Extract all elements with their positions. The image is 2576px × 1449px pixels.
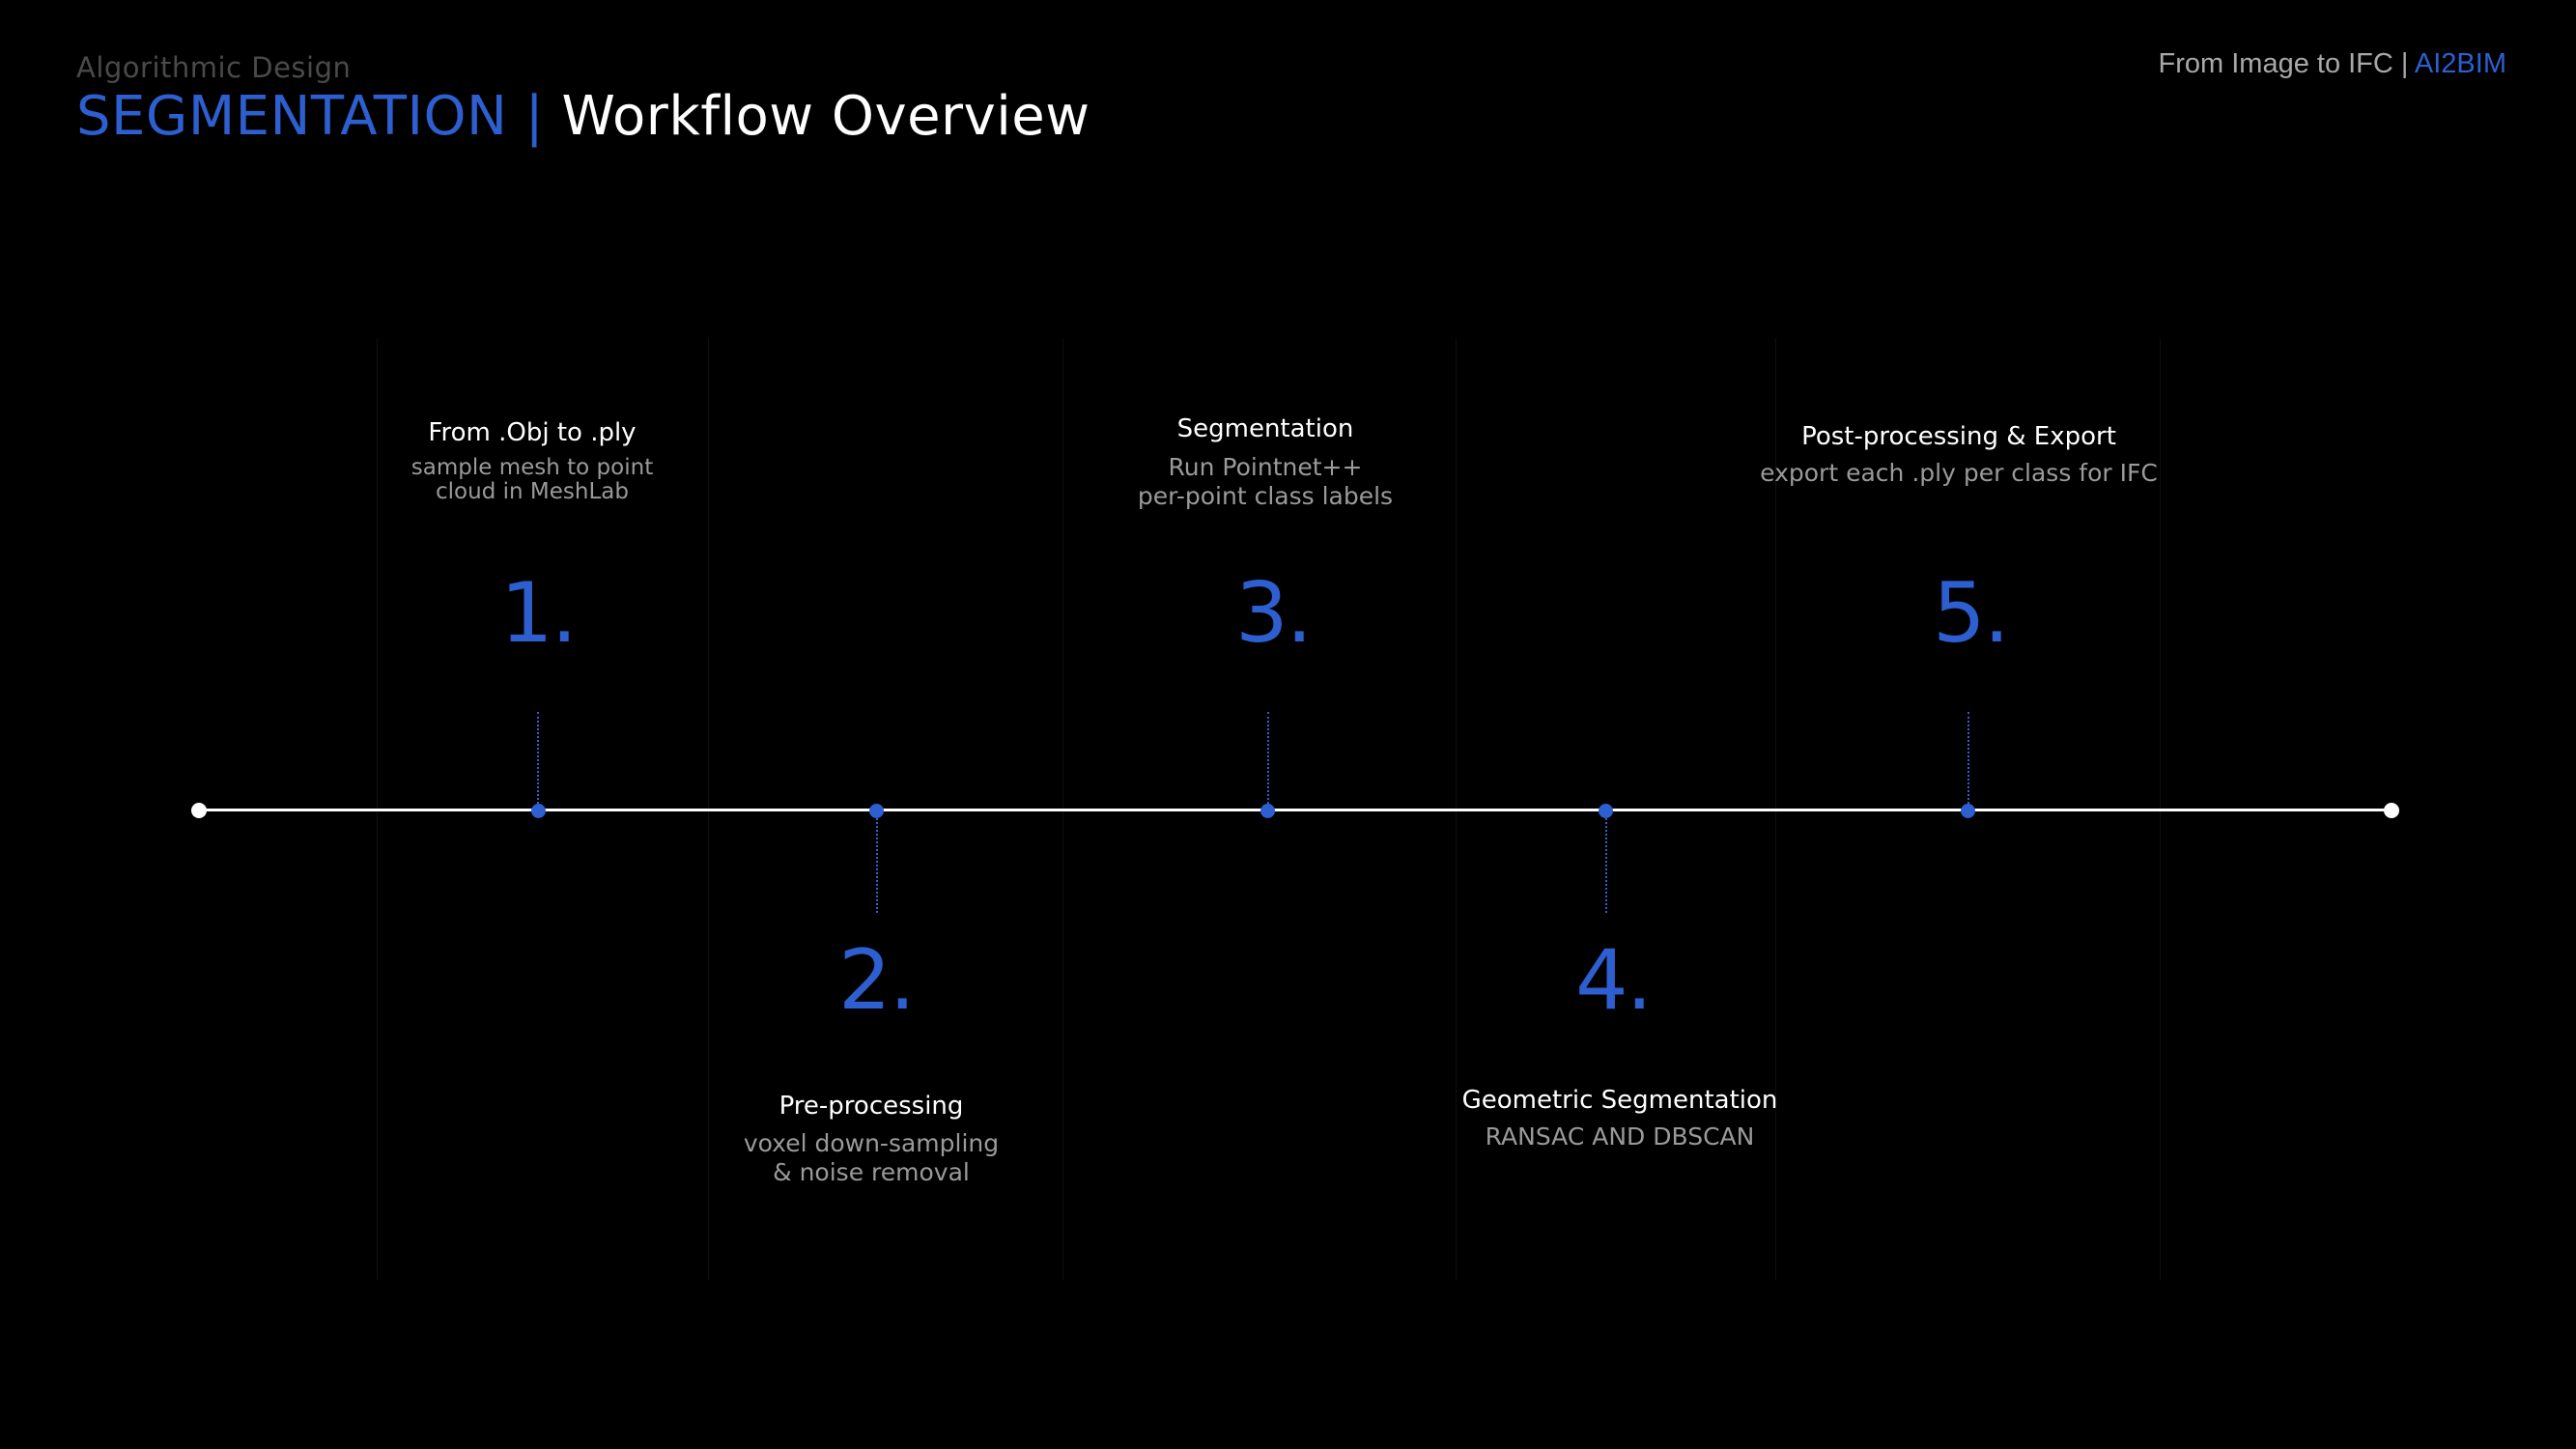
step-1-desc-line: sample mesh to point [410, 455, 654, 480]
step-3-title: Segmentation [1176, 414, 1354, 443]
step-1-desc-line: cloud in MeshLab [436, 479, 629, 504]
step-5-desc-line: export each .ply per class for IFC [1760, 459, 2158, 487]
step-3-desc-line: Run Pointnet++ [1168, 453, 1363, 481]
step-2-desc-line: & noise removal [773, 1158, 970, 1186]
step-4-desc-line: RANSAC AND DBSCAN [1485, 1122, 1755, 1151]
step-5-title: Post-processing & Export [1801, 422, 2116, 451]
step-2-desc-line: voxel down-sampling [743, 1129, 1000, 1157]
title-separator: | [524, 85, 545, 148]
step-1-node [531, 804, 546, 818]
step-3-desc-line: per-point class labels [1137, 482, 1394, 510]
step-1-connector [537, 712, 539, 804]
step-2-number: 2. [837, 932, 916, 1029]
step-1-description: sample mesh to point cloud in MeshLab [411, 456, 653, 504]
step-4-description: RANSAC AND DBSCAN [1486, 1122, 1755, 1151]
step-1-number: 1. [499, 565, 578, 662]
step-3-number: 3. [1234, 565, 1313, 662]
step-2-title: Pre-processing [778, 1092, 964, 1121]
step-5-node [1961, 804, 1975, 818]
brand-text: From Image to IFC | [2158, 48, 2409, 79]
step-3-connector [1267, 712, 1269, 804]
step-2-connector [876, 818, 878, 913]
step-4-connector [1605, 818, 1607, 913]
subtitle: Algorithmic Design [76, 51, 352, 84]
title-accent: SEGMENTATION [76, 85, 508, 148]
step-3-node [1260, 804, 1275, 818]
step-1-title: From .Obj to .ply [428, 418, 637, 447]
step-5-number: 5. [1932, 565, 2010, 662]
step-4-title: Geometric Segmentation [1461, 1086, 1778, 1115]
brand-label: From Image to IFC | AI2BIM [2159, 48, 2506, 80]
step-2-node [869, 804, 884, 818]
step-5-connector [1967, 712, 1969, 804]
timeline-start-point [191, 803, 207, 818]
step-4-number: 4. [1574, 932, 1653, 1029]
timeline-end-point [2384, 803, 2399, 818]
step-2-description: voxel down-sampling & noise removal [744, 1129, 999, 1187]
title-main: Workflow Overview [561, 85, 1090, 148]
step-4-node [1599, 804, 1613, 818]
page-title: SEGMENTATION | Workflow Overview [76, 85, 1090, 148]
step-5-description: export each .ply per class for IFC [1760, 459, 2158, 488]
step-3-description: Run Pointnet++ per-point class labels [1138, 453, 1393, 511]
brand-accent: AI2BIM [2414, 48, 2506, 79]
timeline-axis [198, 809, 2392, 811]
